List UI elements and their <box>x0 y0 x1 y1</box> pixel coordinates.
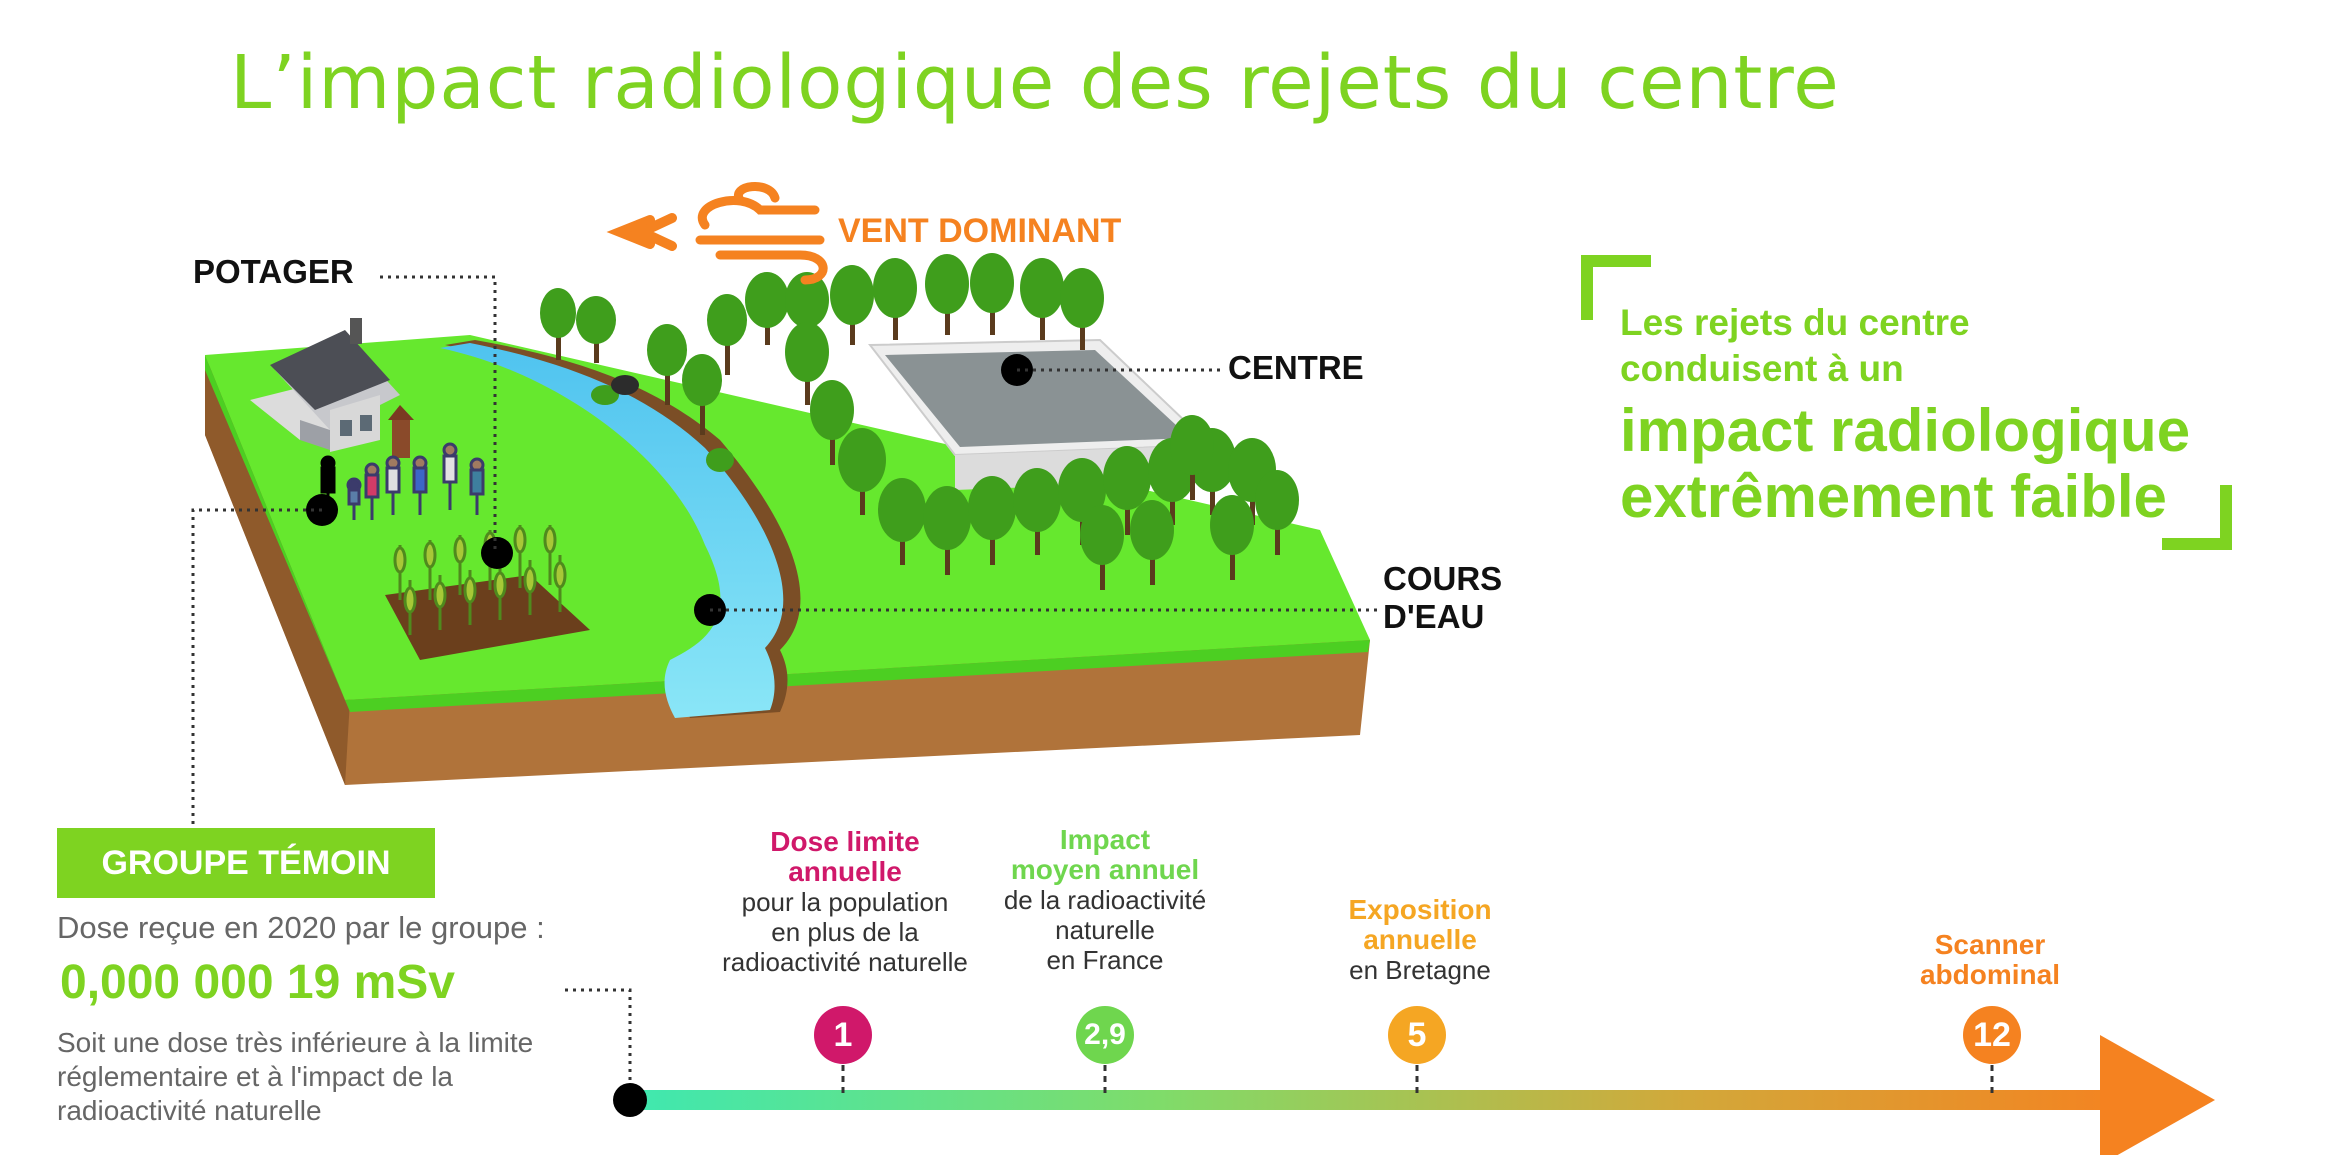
marker-bubble-2: 2,9 <box>1076 1006 1134 1064</box>
callout-line2: conduisent à un <box>1620 348 1904 389</box>
marker-heading-4a: Scanner <box>1934 929 2046 960</box>
callout-line1: Les rejets du centre <box>1620 302 1970 343</box>
crops-icon <box>385 525 590 660</box>
marker-heading-1b: annuelle <box>788 856 902 887</box>
callout-brackets <box>1581 255 2232 550</box>
marker-heading-3a: Exposition <box>1348 894 1492 925</box>
dose-value: 0,000 000 19 mSv <box>60 956 455 1009</box>
marker-body-2a: de la radioactivité <box>1003 885 1207 915</box>
river <box>440 340 801 718</box>
marker-text-scanner: Scanner abdominal <box>1870 930 2110 990</box>
marker-text-impact-moyen: Impact moyen annuel de la radioactivité … <box>965 824 1245 976</box>
dose-note: Soit une dose très inférieure à la limit… <box>57 1027 534 1126</box>
impact-callout: Les rejets du centre conduisent à un imp… <box>1620 300 2190 530</box>
marker-bubble-3: 5 <box>1388 1006 1446 1064</box>
marker-text-exposition: Exposition annuelle en Bretagne <box>1300 894 1540 986</box>
cours-eau-label: COURS D'EAU <box>1383 560 1502 636</box>
people-icon <box>306 442 485 526</box>
cours-eau-line2: D'EAU <box>1383 598 1485 635</box>
callout-line3: impact radiologique <box>1620 397 2191 464</box>
marker-body-2c: en France <box>1046 945 1164 975</box>
marker-heading-4b: abdominal <box>1919 959 2060 990</box>
tree-icon <box>540 253 1299 590</box>
marker-heading-1a: Dose limite <box>770 826 920 857</box>
potager-label: POTAGER <box>193 253 354 290</box>
house-icon <box>250 318 414 458</box>
marker-body-2b: naturelle <box>1055 915 1155 945</box>
marker-heading-3b: annuelle <box>1363 924 1477 955</box>
marker-body-1c: radioactivité naturelle <box>722 947 968 977</box>
leader-lines <box>191 275 1380 1100</box>
dose-scale-arrow <box>613 1035 2215 1155</box>
centre-label: CENTRE <box>1228 349 1364 386</box>
marker-heading-2b: moyen annuel <box>1010 854 1200 885</box>
marker-heading-2a: Impact <box>1059 824 1151 855</box>
dose-description: Dose reçue en 2020 par le groupe : <box>57 910 545 945</box>
marker-bubble-1: 1 <box>814 1006 872 1064</box>
marker-body-3a: en Bretagne <box>1349 955 1491 985</box>
groupe-temoin-badge: GROUPE TÉMOIN <box>57 828 435 898</box>
callout-line4: extrêmement faible <box>1620 463 2167 530</box>
marker-bubble-4: 12 <box>1963 1006 2021 1064</box>
cours-eau-line1: COURS <box>1383 560 1503 597</box>
page-title: L’impact radiologique des rejets du cent… <box>230 40 1840 126</box>
marker-body-1a: pour la population <box>741 887 949 917</box>
wind-icon <box>606 182 828 285</box>
marker-body-1b: en plus de la <box>771 917 919 947</box>
wind-label: VENT DOMINANT <box>838 212 1122 250</box>
marker-text-dose-limite: Dose limite annuelle pour la population … <box>700 826 990 978</box>
